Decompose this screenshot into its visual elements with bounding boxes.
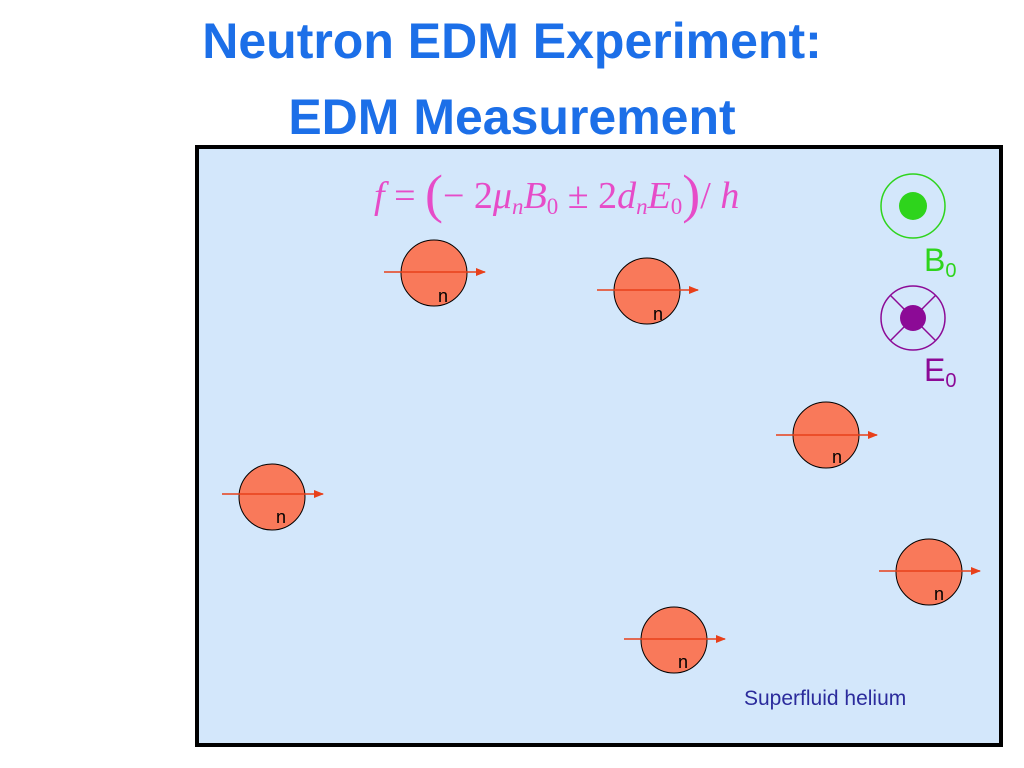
neutron-3: n — [776, 401, 878, 469]
neutron-5: n — [879, 538, 981, 606]
dot-out-of-page-icon — [880, 173, 946, 239]
neutron-1: n — [384, 239, 486, 307]
formula-minus: − — [442, 175, 474, 217]
e0-subscript: 0 — [945, 370, 957, 392]
frequency-formula: f = (− 2μnB0 ± 2dnE0)/ h — [374, 164, 739, 224]
superfluid-helium-label: Superfluid helium — [744, 687, 907, 710]
formula-coef-1: 2 — [473, 175, 493, 217]
neutron-6: n — [624, 606, 726, 674]
neutron-label: n — [653, 304, 663, 324]
formula-b: B — [523, 175, 547, 217]
formula-h: h — [720, 175, 740, 217]
neutron-2: n — [597, 257, 699, 325]
formula-plus-minus: ± — [558, 175, 599, 217]
formula-mu: μ — [492, 175, 512, 217]
title-line-1: Neutron EDM Experiment: — [202, 13, 822, 69]
formula-e-sub: 0 — [670, 194, 683, 219]
formula-equals: = — [384, 175, 425, 217]
neutron-label: n — [438, 286, 448, 306]
cross-into-page-icon — [880, 285, 946, 351]
formula-b-sub: 0 — [546, 194, 559, 219]
neutron-label: n — [276, 507, 286, 527]
b0-symbol: B — [924, 242, 946, 278]
formula-coef-2: 2 — [598, 175, 618, 217]
formula-close-paren: ) — [682, 164, 701, 224]
b0-subscript: 0 — [945, 260, 957, 282]
formula-e: E — [647, 175, 671, 217]
formula-open-paren: ( — [425, 164, 443, 224]
formula-d: d — [617, 175, 637, 217]
formula-mu-sub: n — [512, 194, 524, 219]
formula-d-sub: n — [636, 194, 648, 219]
b0-label: B0 — [924, 242, 956, 281]
e0-label: E0 — [924, 352, 956, 391]
neutron-label: n — [934, 584, 944, 604]
formula-divide: / — [700, 175, 721, 217]
neutron-label: n — [832, 447, 842, 467]
neutron-4: n — [222, 463, 324, 531]
helium-chamber — [195, 145, 1003, 747]
neutron-label: n — [678, 652, 688, 672]
formula-f: f — [374, 175, 385, 217]
title-line-2: EDM Measurement — [288, 89, 736, 145]
e0-symbol: E — [924, 352, 946, 388]
